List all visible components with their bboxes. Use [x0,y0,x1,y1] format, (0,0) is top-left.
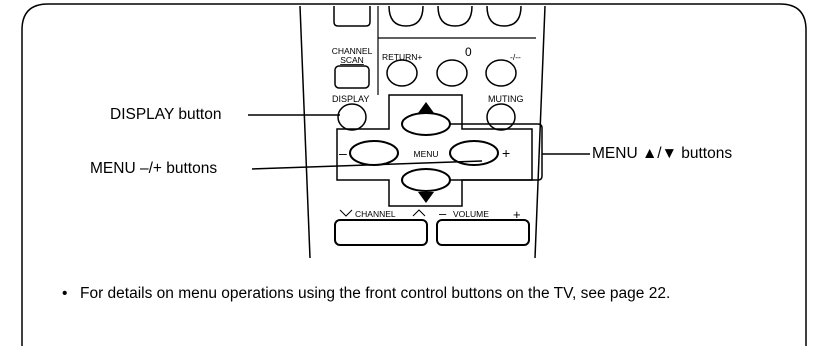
return-label: RETURN+ [382,52,422,62]
volume-minus-sign: – [439,206,447,221]
menu-center-label: MENU [413,149,438,159]
channel-down-chevron-icon [339,209,353,217]
display-button[interactable] [337,103,367,131]
dash-button[interactable] [485,59,517,87]
note-text: For details on menu operations using the… [80,285,671,302]
channel-scan-label-bottom: SCAN [340,55,364,65]
volume-label: VOLUME [453,209,489,219]
channel-scan-label-top: CHANNEL [332,46,373,56]
channel-scan-button[interactable] [334,65,370,89]
zero-label: 0 [465,45,472,59]
channel-up-chevron-icon [412,209,426,217]
note-bullet: • [62,285,68,302]
remote-body-right-edge [534,5,546,259]
volume-plus-sign: + [513,207,521,222]
display-label: DISPLAY [332,94,369,104]
remote-body-left-edge [299,5,311,259]
menu-down-button[interactable] [401,168,451,192]
menu-up-down-bracket [450,123,543,181]
menu-operations-note: • For details on menu operations using th… [62,283,802,305]
muting-button[interactable] [486,103,516,131]
muting-label: MUTING [488,94,524,104]
menu-panel-outline [336,94,533,207]
top-round-button-3 [486,5,522,27]
menu-minus-sign: – [339,145,347,161]
menu-minus-plus-callout-line [251,160,483,170]
zero-button[interactable] [436,59,468,87]
menu-down-arrow-icon [418,192,434,203]
display-button-callout: DISPLAY button [110,106,222,123]
top-round-button-1 [388,5,424,27]
dash-label: -/-- [510,52,521,62]
volume-button[interactable] [436,219,530,246]
top-round-button-2 [437,5,473,27]
menu-plus-button[interactable] [449,140,499,166]
menu-minus-plus-callout: MENU –/+ buttons [90,160,218,177]
return-button[interactable] [386,59,418,87]
top-left-square-button [333,6,371,27]
channel-label: CHANNEL [355,209,396,219]
menu-up-button[interactable] [401,112,451,136]
menu-up-arrow-icon [418,102,434,113]
frame-border [21,3,807,346]
menu-minus-button[interactable] [349,140,399,166]
channel-button[interactable] [334,219,428,246]
menu-plus-sign: + [502,145,510,161]
menu-up-down-callout: MENU ▲/▼ buttons [592,145,733,162]
